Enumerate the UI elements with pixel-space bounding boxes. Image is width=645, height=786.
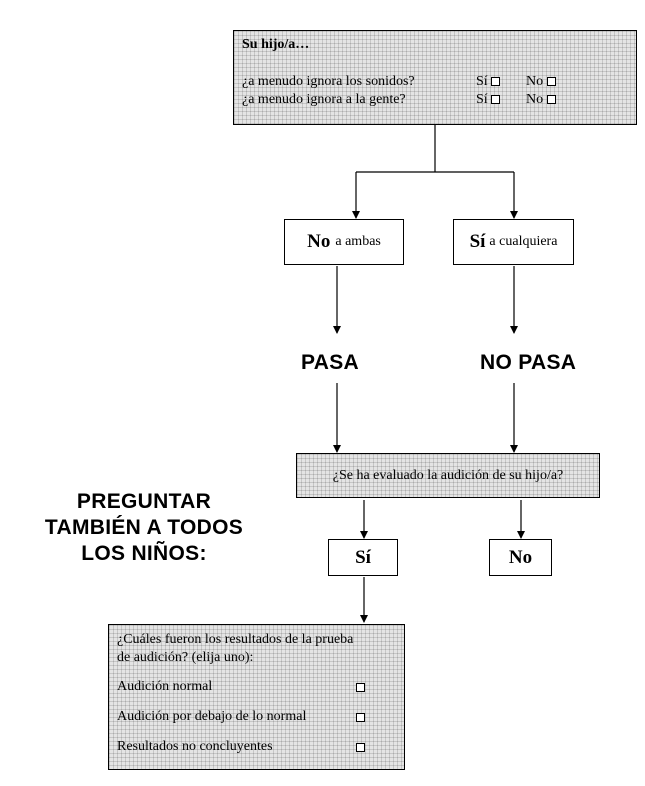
branch-si-bold: Sí bbox=[469, 231, 486, 252]
results-box: ¿Cuáles fueron los resultados de la prue… bbox=[108, 624, 405, 770]
answer-no-label: No bbox=[508, 546, 533, 568]
answer-si-box[interactable]: Sí bbox=[328, 539, 398, 576]
question-box: Su hijo/a… ¿a menudo ignora los sonidos?… bbox=[233, 30, 637, 125]
side-note-line-1: PREGUNTAR bbox=[76, 490, 212, 513]
side-note-line-3: LOS NIÑOS: bbox=[81, 542, 207, 565]
side-note: PREGUNTAR TAMBIÉN A TODOS LOS NIÑOS: bbox=[20, 489, 268, 567]
question-2-yes: Sí bbox=[476, 92, 501, 108]
question-1-no: No bbox=[526, 74, 556, 90]
question-2-no-label: No bbox=[526, 92, 544, 107]
results-question-line-1: ¿Cuáles fueron los resultados de la prue… bbox=[117, 632, 354, 647]
result-pasa: PASA bbox=[301, 351, 359, 374]
side-note-line-2: TAMBIÉN A TODOS bbox=[44, 516, 244, 539]
evaluation-question: ¿Se ha evaluado la audición de su hijo/a… bbox=[332, 467, 564, 483]
question-2-no: No bbox=[526, 92, 556, 108]
option-no-concluyentes: Resultados no concluyentes bbox=[117, 739, 273, 754]
question-1-yes: Sí bbox=[476, 74, 501, 90]
branch-no-bold: No bbox=[307, 231, 331, 252]
answer-si-label: Sí bbox=[355, 546, 371, 568]
question-2-yes-label: Sí bbox=[476, 92, 488, 107]
question-2: ¿a menudo ignora a la gente? bbox=[242, 92, 406, 107]
results-question-line-2: de audición? (elija uno): bbox=[117, 650, 254, 665]
evaluation-box: ¿Se ha evaluado la audición de su hijo/a… bbox=[296, 453, 600, 498]
branch-no-rest: a ambas bbox=[335, 234, 381, 249]
option-no-concluyentes-checkbox[interactable] bbox=[356, 743, 365, 752]
question-1-no-checkbox[interactable] bbox=[546, 77, 556, 86]
branch-no-ambas: No a ambas bbox=[284, 219, 404, 265]
branch-si-rest: a cualquiera bbox=[489, 234, 558, 249]
question-1-yes-checkbox[interactable] bbox=[491, 77, 501, 86]
result-no-pasa: NO PASA bbox=[480, 351, 577, 374]
branch-si-cualquiera: Sí a cualquiera bbox=[453, 219, 574, 265]
question-2-yes-checkbox[interactable] bbox=[491, 95, 501, 104]
answer-no-box[interactable]: No bbox=[489, 539, 552, 576]
question-1: ¿a menudo ignora los sonidos? bbox=[242, 74, 415, 89]
question-2-no-checkbox[interactable] bbox=[546, 95, 556, 104]
option-audicion-normal-checkbox[interactable] bbox=[356, 683, 365, 692]
question-1-yes-label: Sí bbox=[476, 74, 488, 89]
option-audicion-normal: Audición normal bbox=[117, 679, 213, 694]
question-box-title: Su hijo/a… bbox=[242, 37, 310, 52]
question-1-no-label: No bbox=[526, 74, 544, 89]
option-audicion-debajo: Audición por debajo de lo normal bbox=[117, 709, 307, 724]
option-audicion-debajo-checkbox[interactable] bbox=[356, 713, 365, 722]
